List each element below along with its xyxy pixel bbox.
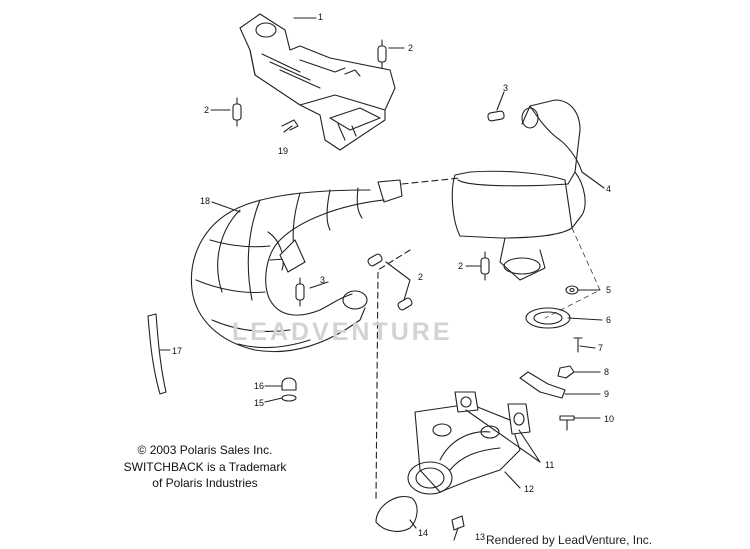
callout-18: 18 [200,196,211,206]
part-12-manifold [407,403,521,495]
part-2-spring-right [480,251,490,281]
callout-2-top: 2 [408,43,414,53]
trademark-note-line1: SWITCHBACK is a Trademark [123,460,287,474]
part-8-nut [557,365,575,379]
part-7-pin [573,337,583,353]
part-2-spring-center [367,253,413,311]
part-16-grommet [281,377,297,391]
part-15-washer [281,394,297,402]
part-5-washer [565,285,579,295]
callout-2-left: 2 [204,105,210,115]
callout-11: 11 [545,460,555,470]
leadventure-watermark: LEADVENTURE [232,318,453,346]
callout-3-top: 3 [503,83,509,93]
part-10-bolt [559,415,575,431]
callout-8: 8 [604,367,610,377]
callout-3-left: 3 [320,275,326,285]
part-19-clip [281,119,299,131]
callout-14: 14 [418,528,429,538]
part-9-bracket-strap [519,371,566,399]
callout-12: 12 [524,484,535,494]
part-4-silencer [451,99,586,281]
rendered-by-credit: Rendered by LeadVenture, Inc. [486,533,653,547]
part-14-seal [375,496,418,532]
callout-19: 19 [278,146,289,156]
part-2-spring-left [232,97,242,127]
callout-2-center: 2 [418,272,424,282]
trademark-note-line2: of Polaris Industries [152,476,258,490]
part-18-expansion-chamber [190,179,403,353]
part-3-spring-left [295,277,305,307]
callout-16: 16 [254,381,265,391]
callout-5: 5 [606,285,612,295]
callout-4: 4 [606,184,612,194]
callout-10: 10 [604,414,615,424]
callout-1: 1 [318,12,324,22]
callout-7: 7 [598,343,604,353]
callout-9: 9 [604,389,610,399]
part-11-gasket-right [507,403,531,435]
callout-17: 17 [172,346,183,356]
copyright-note: © 2003 Polaris Sales Inc. [137,443,273,457]
part-3-spring-top [487,110,505,122]
part-2-spring-top [377,39,387,69]
part-1-mounting-bracket [239,13,396,151]
callout-15: 15 [254,398,265,408]
callout-6: 6 [606,315,612,325]
part-6-gasket-ring [525,307,571,329]
part-11-gasket-left [454,391,479,413]
part-13-bolt [451,515,465,541]
part-17-strap [147,313,167,395]
callout-13: 13 [475,532,486,542]
callout-2-right: 2 [458,261,464,271]
